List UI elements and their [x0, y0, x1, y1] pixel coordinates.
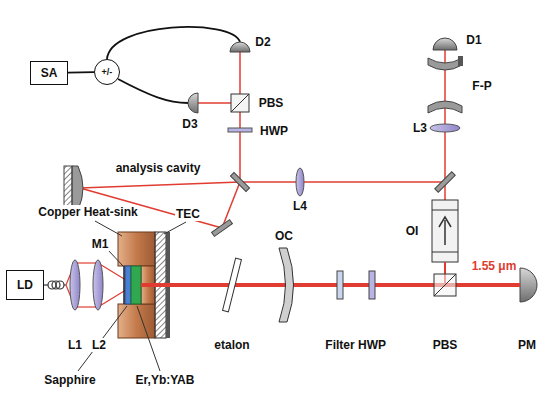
component-label: Copper Heat-sink	[37, 205, 138, 219]
component-label: PBS	[432, 338, 459, 352]
lens-label: L1	[67, 338, 83, 352]
detector-label: D1	[465, 33, 482, 47]
waveplate	[369, 271, 375, 299]
beam-splitter-cube	[434, 274, 456, 296]
component-label: OI	[405, 224, 420, 238]
probe-beams	[80, 50, 445, 274]
cavity-label: analysis cavity	[115, 161, 202, 175]
lens	[93, 260, 103, 310]
lens-label: L3	[412, 121, 428, 135]
fp-mirror	[428, 58, 462, 70]
sapphire	[125, 266, 131, 304]
component-label: HWP	[357, 338, 387, 352]
waveplate	[228, 128, 252, 132]
mirror-mount	[64, 166, 72, 210]
wavelength-label: 1.55 μm	[471, 259, 518, 273]
lens	[296, 168, 304, 196]
m1-coating	[123, 266, 125, 304]
gain-crystal	[131, 266, 141, 304]
photodetector	[230, 42, 250, 52]
beam-splitter-cube	[231, 94, 249, 112]
fp-mirror	[428, 101, 462, 113]
fiber	[44, 281, 66, 289]
detector-label: PM	[517, 338, 537, 352]
component-label: PBS	[258, 96, 285, 110]
etalon	[223, 258, 242, 312]
copper-heat-sink	[118, 304, 155, 338]
photodetector	[188, 93, 198, 113]
component-label: HWP	[259, 124, 289, 138]
node-text: SA	[41, 66, 58, 80]
node-text: LD	[17, 278, 33, 292]
component-label: TEC	[175, 207, 201, 221]
lens	[70, 260, 80, 310]
lens	[430, 124, 460, 132]
analyzer-box: SA	[30, 61, 68, 85]
node-text: +/-	[102, 67, 113, 77]
detector-label: D3	[181, 117, 198, 131]
subtractor-circle: +/-	[94, 59, 120, 85]
copper-heat-sink	[118, 232, 155, 266]
component-label: F-P	[471, 79, 492, 93]
fp-mount	[458, 56, 463, 66]
beam-splitter-cube	[231, 94, 249, 112]
isolator-arrow	[439, 217, 451, 245]
optical-isolator	[432, 200, 458, 262]
signal-wire	[118, 79, 188, 103]
filter	[337, 271, 343, 299]
photodetector	[433, 38, 457, 50]
laser-diode-box: LD	[6, 270, 44, 300]
mirror-label: M1	[91, 237, 110, 251]
component-label: Filter	[324, 338, 355, 352]
laser-beam	[141, 283, 520, 287]
component-label: OC	[274, 229, 294, 243]
mirror	[212, 220, 233, 237]
signal-wire	[68, 71, 94, 73]
detector-label: D2	[254, 35, 271, 49]
output-coupler	[279, 248, 294, 322]
lens-label: L4	[292, 199, 308, 213]
mirror	[230, 172, 249, 191]
signal-wire	[107, 27, 240, 59]
beam-splitter-cube	[434, 274, 456, 296]
component-label: etalon	[213, 338, 250, 352]
lens-label: L2	[91, 338, 107, 352]
component-label: Sapphire	[43, 373, 96, 387]
curved-mirror	[72, 166, 83, 210]
leader-line	[78, 221, 186, 371]
crystal-label: Er,Yb:YAB	[135, 373, 196, 387]
power-meter	[520, 268, 537, 302]
mirror	[435, 172, 456, 193]
